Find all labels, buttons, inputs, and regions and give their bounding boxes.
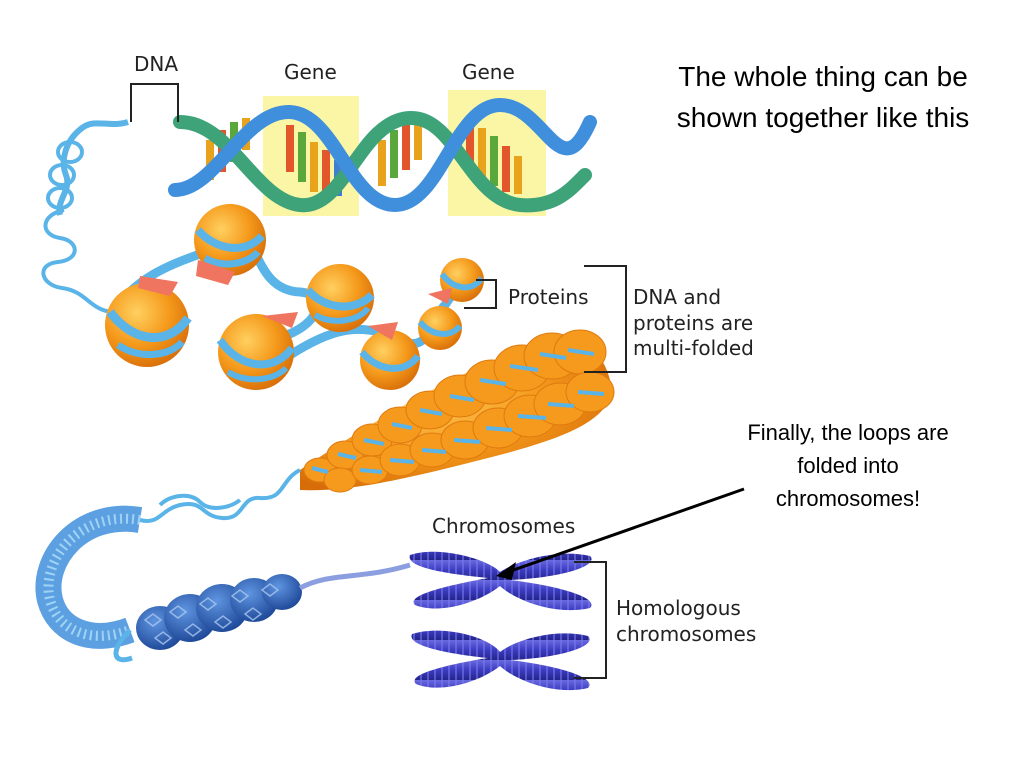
histone-core — [304, 264, 375, 332]
nucleosome-chain — [105, 204, 485, 390]
homologous-bracket — [574, 561, 607, 679]
histone-core — [216, 314, 296, 390]
compact-fiber — [136, 562, 411, 650]
gene-label-2: Gene — [462, 60, 515, 84]
chromosome-top — [409, 551, 592, 611]
gene-label-1: Gene — [284, 60, 337, 84]
histone-core — [359, 330, 421, 390]
dna-label: DNA — [134, 52, 179, 76]
chromosomes-label: Chromosomes — [432, 514, 576, 538]
histone-core — [194, 204, 266, 276]
dna-strand-green — [173, 111, 592, 213]
dna-thin-strand — [56, 119, 129, 216]
multi-folded-label: DNA and proteins are multi-folded — [633, 285, 754, 361]
proteins-label: Proteins — [508, 285, 589, 309]
histone-core — [417, 306, 463, 350]
chromosome-bottom — [411, 630, 590, 691]
proteins-bracket — [464, 279, 497, 309]
supercoil — [139, 468, 302, 523]
looped-fiber — [35, 505, 143, 663]
linker-proteins — [138, 260, 452, 340]
slide-title: The whole thing can be shown together li… — [676, 61, 970, 133]
dna-double-helix — [56, 83, 597, 216]
homologous-chromosomes-label: Homologous chromosomes — [616, 596, 757, 646]
histone-core — [105, 283, 192, 367]
callout-arrow — [496, 487, 745, 580]
callout-text: Finally, the loops are folded into chrom… — [747, 420, 949, 511]
dna-strand-blue — [168, 97, 597, 213]
dna-label-bracket — [130, 83, 179, 122]
chromatin-fiber — [300, 329, 615, 493]
dna-coil-left — [41, 140, 113, 314]
multi-fold-bracket — [584, 265, 627, 373]
